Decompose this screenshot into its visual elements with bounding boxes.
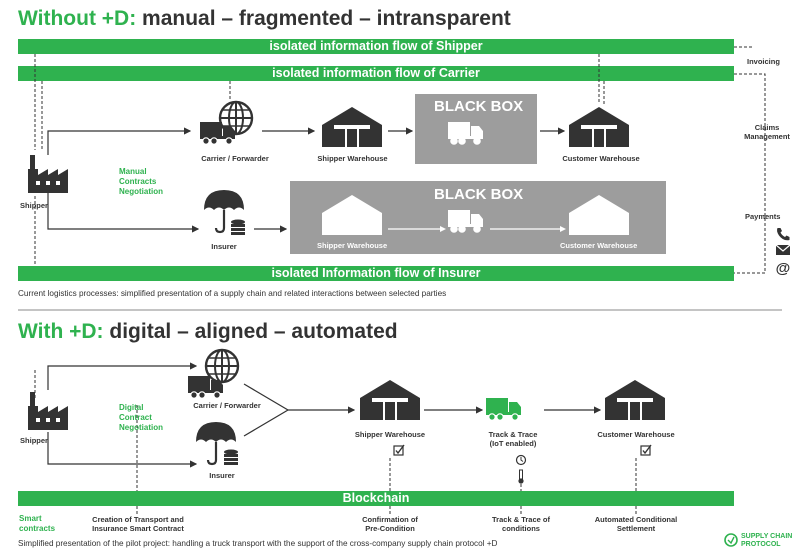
manual-line-1: Manual (119, 167, 147, 176)
globe-icon (204, 348, 240, 384)
manual-contracts-label: Manual Contracts Negotiation (119, 167, 163, 197)
mail-icon (775, 244, 791, 255)
bottom-title-prefix: With +D: (18, 320, 104, 343)
creation-line-2: Insurance Smart Contract (92, 524, 184, 533)
bottom-title: With +D: digital – aligned – automated (18, 320, 398, 344)
track-line-1: Track & Trace (488, 430, 538, 439)
top-title-rest: manual – fragmented – intransparent (136, 7, 511, 30)
shipper-info-flow-bar: isolated information flow of Shipper (18, 39, 734, 54)
automated-settlement-label: Automated Conditional Settlement (584, 515, 688, 533)
insurer-label: Insurer (211, 242, 237, 251)
warehouse-icon (604, 379, 666, 421)
black-box-label-2: BLACK BOX (434, 186, 524, 203)
bb2-customer-warehouse-label: Customer Warehouse (560, 241, 638, 250)
truck-icon (485, 397, 522, 421)
manual-line-3: Negotiation (119, 187, 163, 196)
top-title-prefix: Without +D: (18, 7, 137, 30)
phone-icon (777, 228, 790, 241)
svg-text:@: @ (776, 260, 791, 277)
flow-arrow (47, 362, 198, 390)
trackcond-line-1: Track & Trace of (492, 515, 550, 524)
claims-line-2: Management (744, 132, 790, 141)
warehouse-icon (568, 194, 630, 236)
at-icon: @ (776, 260, 791, 277)
track-line-2: (IoT enabled) (489, 439, 537, 448)
bb2-shipper-warehouse-label: Shipper Warehouse (317, 241, 388, 250)
bottom-title-rest: digital – aligned – automated (103, 320, 398, 343)
flow-arrow (47, 432, 198, 468)
insurer-info-flow-bar: isolated Information flow of Insurer (18, 266, 734, 281)
factory-icon (28, 155, 68, 193)
claims-line-1: Claims (754, 123, 780, 132)
track-conditions-label: Track & Trace of conditions (474, 515, 568, 533)
supply-chain-protocol-logo-icon (724, 533, 738, 547)
truck-icon (447, 121, 484, 145)
trackcond-line-2: conditions (502, 524, 540, 533)
smart-contracts-label: Smart contracts (19, 514, 55, 534)
creation-smart-contract-label: Creation of Transport and Insurance Smar… (80, 515, 196, 533)
creation-line-1: Creation of Transport and (92, 515, 184, 524)
warehouse-icon (321, 194, 383, 236)
bottom-insurer-label: Insurer (209, 471, 235, 480)
flow-arrow (47, 193, 200, 233)
bottom-customer-warehouse-label: Customer Warehouse (597, 430, 675, 439)
digital-line-3: Negotiation (119, 423, 163, 432)
payments-label: Payments (745, 212, 781, 221)
smart-line-1: Smart (19, 514, 42, 523)
coins-icon (224, 449, 238, 465)
bottom-shipper-label: Shipper (20, 436, 48, 445)
logo-line-1: SUPPLY CHAIN (741, 533, 793, 540)
smart-line-2: contracts (19, 524, 56, 533)
carrier-info-flow-bar: isolated information flow of Carrier (18, 66, 734, 81)
digital-line-1: Digital (119, 403, 144, 412)
automated-line-2: Settlement (616, 524, 656, 533)
invoicing-label: Invoicing (747, 57, 780, 66)
clock-icon (515, 454, 527, 466)
warehouse-icon (359, 379, 421, 421)
shipper-warehouse-label: Shipper Warehouse (317, 154, 388, 163)
confirm-line-1: Confirmation of (362, 515, 418, 524)
logo-line-2: PROTOCOL (741, 541, 781, 548)
confirmation-precondition-label: Confirmation of Pre-Condition (346, 515, 434, 533)
blockchain-bar: Blockchain (18, 491, 734, 506)
checkbox-icon (640, 444, 652, 456)
truck-icon (447, 209, 484, 233)
top-title: Without +D: manual – fragmented – intran… (18, 7, 511, 31)
merge-lines (243, 383, 290, 437)
automated-line-1: Automated Conditional (594, 515, 678, 524)
thermometer-icon (518, 469, 524, 484)
digital-line-2: Contract (119, 413, 152, 422)
dashed-connectors (34, 46, 766, 274)
dashed-connectors-bottom (34, 370, 637, 514)
confirm-line-2: Pre-Condition (365, 524, 415, 533)
warehouse-icon (321, 106, 383, 148)
coins-icon (231, 219, 245, 235)
manual-line-2: Contracts (119, 177, 157, 186)
claims-management-label: Claims Management (735, 123, 799, 141)
checkbox-icon (393, 444, 405, 456)
bottom-caption: Simplified presentation of the pilot pro… (18, 539, 498, 548)
bottom-carrier-label: Carrier / Forwarder (193, 401, 261, 410)
carrier-label: Carrier / Forwarder (201, 154, 269, 163)
black-box-label: BLACK BOX (434, 98, 524, 115)
warehouse-icon (568, 106, 630, 148)
customer-warehouse-label: Customer Warehouse (562, 154, 640, 163)
shipper-label: Shipper (20, 201, 48, 210)
track-trace-label: Track & Trace (IoT enabled) (468, 430, 558, 448)
digital-contract-label: Digital Contract Negotiation (119, 403, 163, 433)
factory-icon (28, 392, 68, 430)
bottom-shipper-warehouse-label: Shipper Warehouse (354, 430, 426, 439)
umbrella-icon (194, 420, 238, 466)
top-caption: Current logistics processes: simplified … (18, 289, 447, 298)
flow-arrow (47, 127, 192, 155)
supply-chain-protocol-logo: SUPPLY CHAIN PROTOCOL (741, 533, 792, 549)
